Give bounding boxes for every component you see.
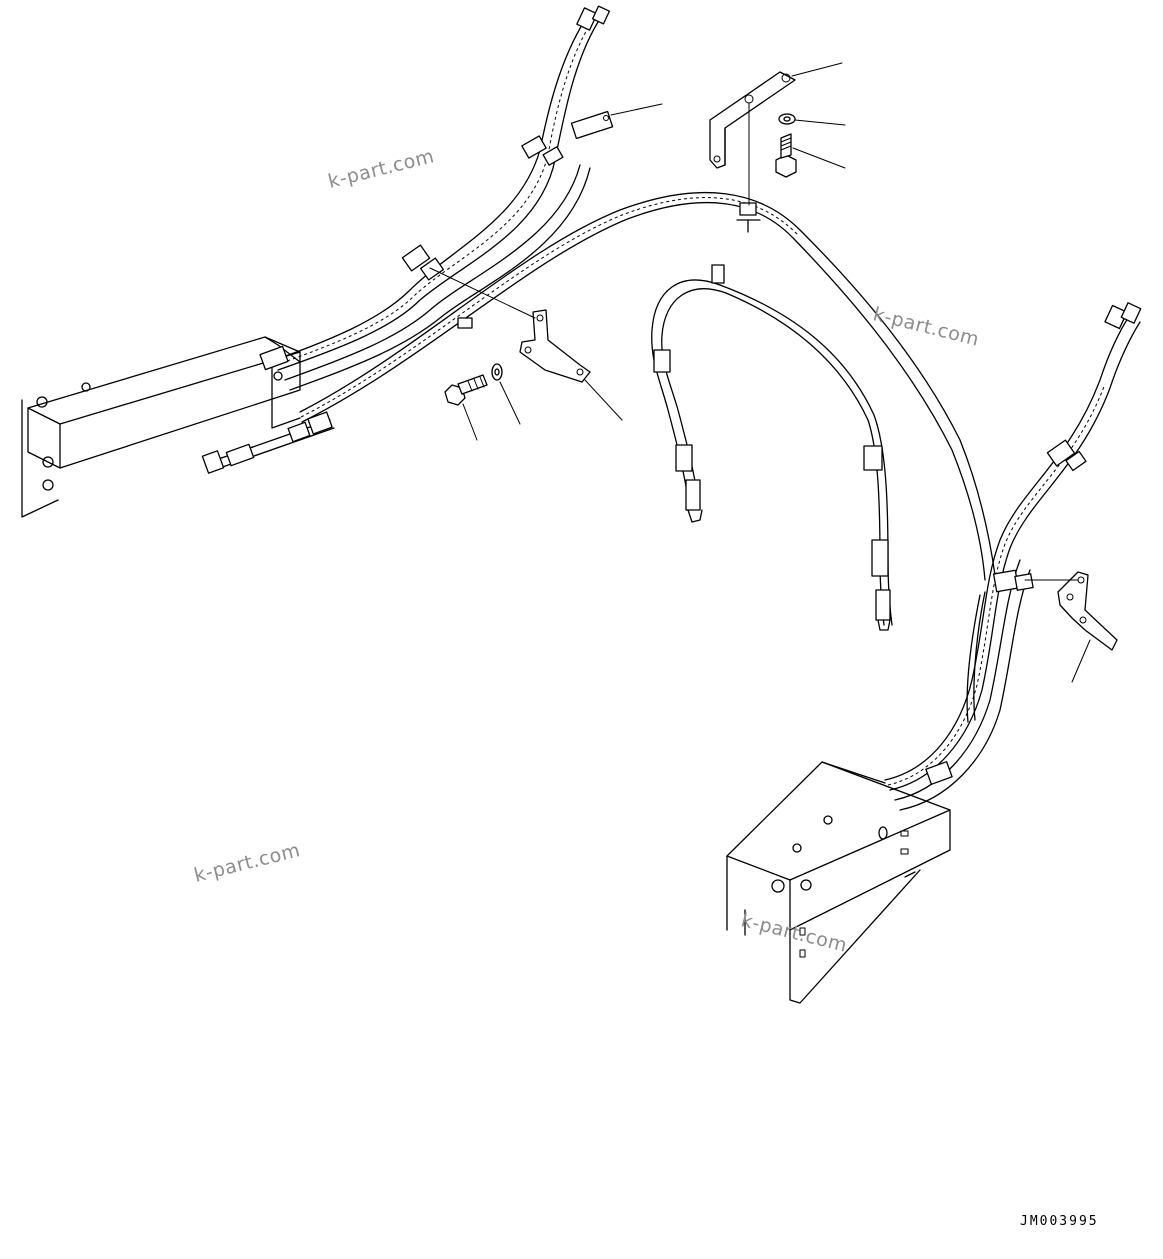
plate-top-center [570,103,663,140]
right-harness-bundle [884,302,1142,811]
right-housing-box [726,761,951,1004]
left-lower-cable [201,411,335,474]
drawing-code: JM003995 [1020,1214,1099,1229]
bracket-middle [429,267,623,421]
bolt-middle [444,374,488,441]
washer-top-right [778,113,846,126]
bracket-right [1024,571,1118,683]
upper-left-harness-bundle [259,5,611,391]
middle-hanging-cables [651,264,893,631]
washer-middle [491,363,521,425]
bolt-top-right [775,133,846,178]
arching-harness [299,191,996,581]
left-housing-box [21,336,301,518]
bracket-top-right [709,62,843,206]
